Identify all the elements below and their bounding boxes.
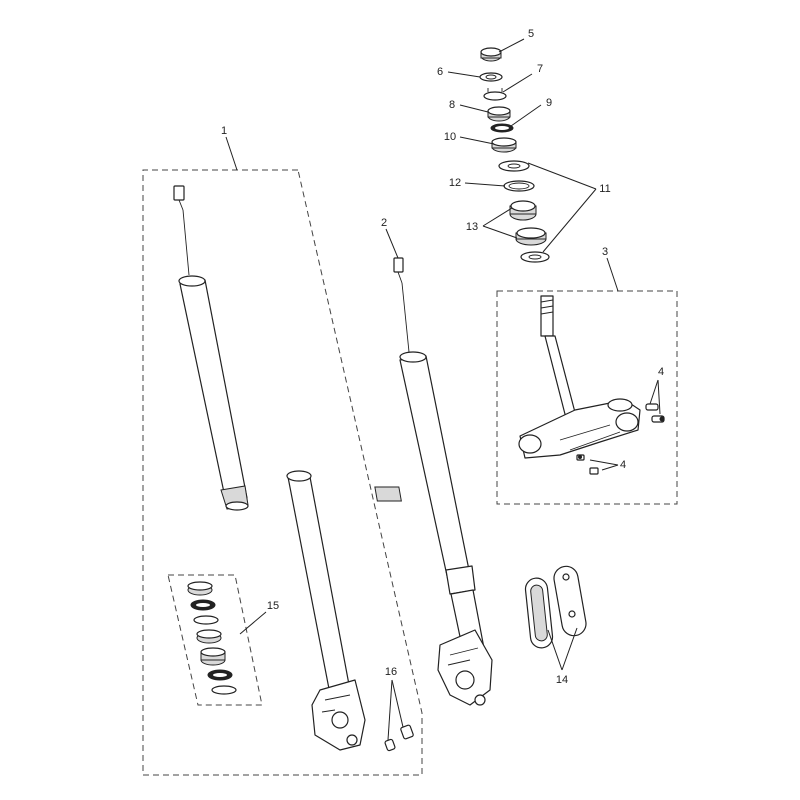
callout-2: 2 [381, 217, 387, 229]
axle-clamp-bolts [384, 724, 414, 752]
group-15-box [167, 574, 263, 706]
callout-6: 6 [437, 66, 443, 78]
leader-lines [225, 38, 661, 741]
callout-1: 1 [221, 125, 227, 137]
callout-4-lower: 4 [620, 459, 626, 471]
callout-3: 3 [602, 246, 608, 258]
callout-15: 15 [267, 600, 279, 612]
callout-13: 13 [466, 221, 478, 233]
callout-10: 10 [444, 131, 456, 143]
bearing-stack [479, 47, 550, 263]
fork-leg-right [393, 257, 493, 706]
clamp-bolts [576, 403, 665, 475]
callout-5: 5 [528, 28, 534, 40]
callout-16: 16 [385, 666, 397, 678]
fork-protectors [524, 565, 587, 649]
group-1-box [142, 169, 423, 776]
fork-leg-left [173, 185, 402, 751]
callout-12: 12 [449, 177, 461, 189]
fork-seal-kit [187, 581, 237, 695]
callout-7: 7 [537, 63, 543, 75]
callout-4-upper: 4 [658, 366, 664, 378]
callout-11: 11 [599, 183, 610, 195]
callout-14: 14 [556, 674, 568, 686]
callout-8: 8 [449, 99, 455, 111]
group-3-box [496, 290, 678, 505]
triple-clamp [518, 295, 641, 459]
callout-9: 9 [546, 97, 552, 109]
